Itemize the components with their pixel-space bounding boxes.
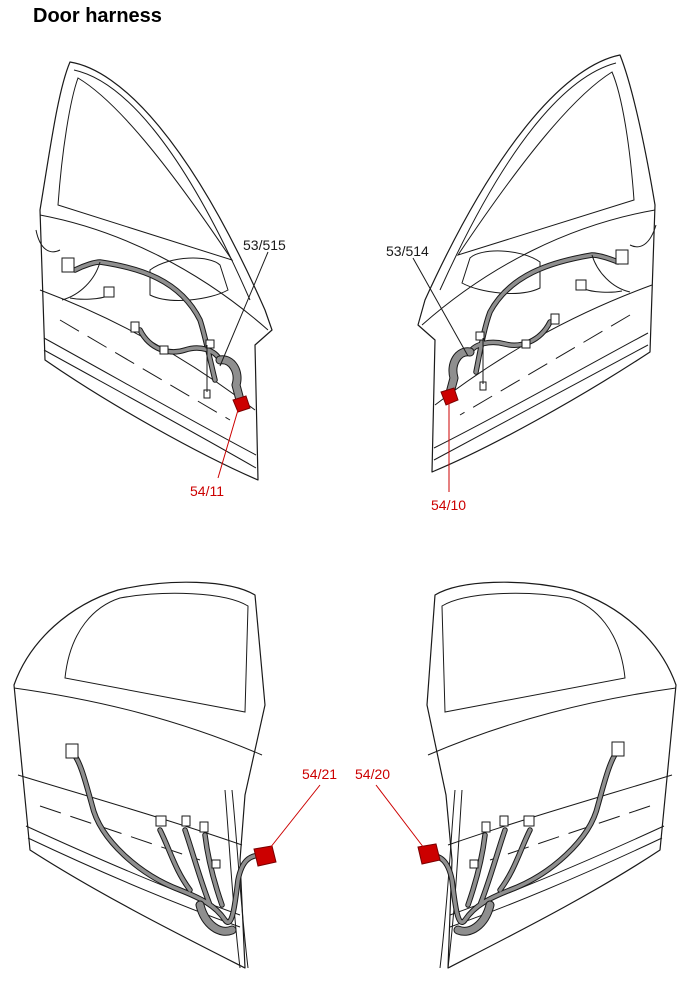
label-54-20: 54/20 [355, 766, 390, 782]
front-right-door [412, 54, 657, 492]
rear-left-door [13, 581, 321, 969]
label-54-10: 54/10 [431, 497, 466, 513]
label-53-515: 53/515 [243, 237, 286, 253]
connector-54-10 [440, 387, 459, 406]
label-54-21: 54/21 [302, 766, 337, 782]
connector-54-11 [232, 395, 251, 413]
connector-54-20 [417, 843, 441, 865]
rear-right-door [375, 581, 677, 969]
connector-54-21 [253, 845, 277, 867]
label-53-514: 53/514 [386, 243, 429, 259]
label-54-11: 54/11 [190, 483, 224, 499]
page-title: Door harness [33, 5, 162, 27]
front-left-door [35, 61, 273, 481]
